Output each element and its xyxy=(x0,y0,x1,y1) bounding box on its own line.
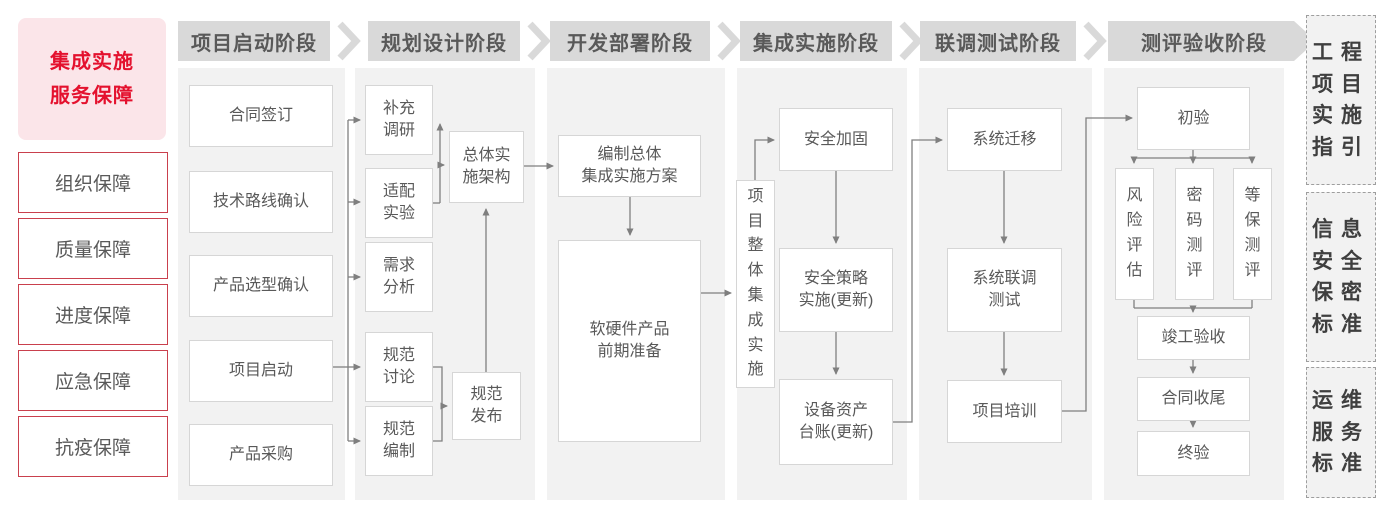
node-final-acceptance: 终验 xyxy=(1137,431,1250,476)
chevron-separator-icon xyxy=(717,21,741,61)
chevron-separator-icon xyxy=(1083,21,1107,61)
phase-header-evaluation-acceptance: 测评验收阶段 xyxy=(1108,21,1316,61)
node-contract-closure: 合同收尾 xyxy=(1137,377,1250,421)
phase-header-joint-testing: 联调测试阶段 xyxy=(920,21,1076,61)
node-overall-implementation-architecture: 总体实 施架构 xyxy=(449,131,524,203)
phase-header-planning-design: 规划设计阶段 xyxy=(368,21,520,61)
chevron-separator-icon xyxy=(899,21,923,61)
node-contract-signing: 合同签订 xyxy=(189,85,333,147)
node-crypto-evaluation: 密码测评 xyxy=(1175,168,1214,300)
node-risk-assessment: 风险评估 xyxy=(1115,168,1154,300)
node-product-selection-confirm: 产品选型确认 xyxy=(189,255,333,317)
node-system-joint-testing: 系统联调 测试 xyxy=(947,248,1062,332)
node-security-policy-implementation: 安全策略 实施(更新) xyxy=(779,248,893,332)
node-security-hardening: 安全加固 xyxy=(779,108,893,171)
node-overall-integration-plan: 编制总体 集成实施方案 xyxy=(558,135,701,197)
phase-header-integration: 集成实施阶段 xyxy=(740,21,892,61)
vertical-label: 密码测评 xyxy=(1186,187,1203,279)
node-supplementary-research: 补充 调研 xyxy=(365,85,433,155)
sidebar-title-integration-service-guarantee: 集成实施 服务保障 xyxy=(18,18,166,140)
node-spec-discussion: 规范 讨论 xyxy=(365,332,433,402)
node-classified-protection-evaluation: 等保测评 xyxy=(1233,168,1272,300)
node-overall-project-integration: 项目整体集成实施 xyxy=(736,180,775,388)
phase-header-project-kickoff: 项目启动阶段 xyxy=(178,21,330,61)
standard-info-security-confidentiality: 信息 安全 保密 标准 xyxy=(1306,192,1376,362)
standard-om-service: 运维 服务 标准 xyxy=(1306,367,1376,498)
chevron-separator-icon xyxy=(527,21,551,61)
node-spec-drafting: 规范 编制 xyxy=(365,406,433,476)
sidebar-item-schedule-guarantee: 进度保障 xyxy=(18,284,168,345)
node-system-migration: 系统迁移 xyxy=(947,108,1062,171)
node-asset-ledger-update: 设备资产 台账(更新) xyxy=(779,379,893,465)
standard-project-implementation-guide: 工程 项目 实施 指引 xyxy=(1306,15,1376,185)
node-project-kickoff: 项目启动 xyxy=(189,340,333,402)
node-tech-route-confirm: 技术路线确认 xyxy=(189,171,333,233)
node-completion-acceptance: 竣工验收 xyxy=(1137,316,1250,360)
chevron-separator-icon xyxy=(337,21,361,61)
vertical-label: 项目整体集成实施 xyxy=(747,187,764,379)
node-hw-sw-preparation: 软硬件产品 前期准备 xyxy=(558,240,701,442)
sidebar-item-quality-guarantee: 质量保障 xyxy=(18,218,168,279)
vertical-label: 风险评估 xyxy=(1126,187,1143,279)
node-initial-acceptance: 初验 xyxy=(1137,87,1250,150)
sidebar-item-organization-guarantee: 组织保障 xyxy=(18,152,168,213)
node-spec-release: 规范 发布 xyxy=(452,372,521,440)
sidebar-item-epidemic-guarantee: 抗疫保障 xyxy=(18,416,168,477)
sidebar-item-emergency-guarantee: 应急保障 xyxy=(18,350,168,411)
node-requirement-analysis: 需求 分析 xyxy=(365,242,433,312)
phase-header-dev-deploy: 开发部署阶段 xyxy=(550,21,710,61)
vertical-label: 等保测评 xyxy=(1244,187,1261,279)
node-project-training: 项目培训 xyxy=(947,380,1062,443)
node-product-procurement: 产品采购 xyxy=(189,424,333,486)
node-adaptation-test: 适配 实验 xyxy=(365,168,433,238)
